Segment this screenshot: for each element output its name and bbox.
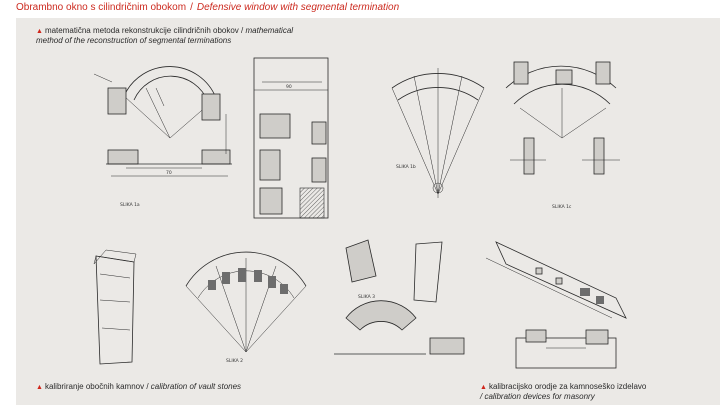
- caption-method: ▲matematična metoda rekonstrukcije cilin…: [36, 26, 293, 45]
- page-title: Obrambno okno s cilindričnim obokom/Defe…: [16, 2, 399, 13]
- figure-label: SLIKA 3: [358, 294, 375, 300]
- caption-devices-en: / calibration devices for masonry: [480, 392, 595, 401]
- title-separator: /: [190, 2, 193, 13]
- caption-marker-icon: ▲: [36, 28, 43, 35]
- caption-devices: ▲kalibracijsko orodje za kamnoseško izde…: [480, 382, 646, 401]
- drawing-column: [93, 249, 137, 365]
- drawing-vault-fan: SLIKA 2: [185, 251, 307, 364]
- caption-method-en-2: method of the reconstruction of segmenta…: [36, 36, 232, 45]
- caption-marker-icon: ▲: [480, 384, 487, 391]
- drawing-window-arch: 70 SLIKA 1a: [93, 66, 232, 208]
- title-english: Defensive window with segmental terminat…: [196, 2, 400, 13]
- figure-label: SLIKA 1a: [120, 202, 140, 208]
- drawing-radial-measurement: SLIKA 1c: [505, 61, 620, 210]
- caption-marker-icon: ▲: [36, 384, 43, 391]
- dim-label: 90: [286, 84, 292, 90]
- drawing-stone-pieces: SLIKA 3: [334, 239, 465, 355]
- caption-calibration-sl: kalibriranje obočnih kamnov /: [44, 382, 149, 391]
- figure-label: SLIKA 1c: [552, 204, 572, 210]
- caption-calibration-en: calibration of vault stones: [150, 382, 242, 391]
- technical-drawings: 70 SLIKA 1a 90 SLIKA 1b: [93, 57, 627, 369]
- drawing-fan-projection: SLIKA 1b: [391, 68, 485, 198]
- figure-label: SLIKA 1b: [396, 164, 416, 170]
- caption-method-en-1: mathematical: [245, 26, 294, 35]
- title-slovene: Obrambno okno s cilindričnim obokom: [16, 2, 187, 13]
- caption-method-sl: matematična metoda rekonstrukcije cilind…: [44, 26, 244, 35]
- drawing-calibration-device: [485, 241, 627, 369]
- drawing-sheet: ▲matematična metoda rekonstrukcije cilin…: [16, 18, 720, 405]
- caption-devices-sl: kalibracijsko orodje za kamnoseško izdel…: [488, 382, 647, 391]
- caption-calibration: ▲kalibriranje obočnih kamnov / calibrati…: [36, 382, 241, 392]
- dim-label: 70: [166, 170, 172, 176]
- drawing-wall-section: 90: [253, 57, 329, 219]
- figure-label: SLIKA 2: [226, 358, 243, 364]
